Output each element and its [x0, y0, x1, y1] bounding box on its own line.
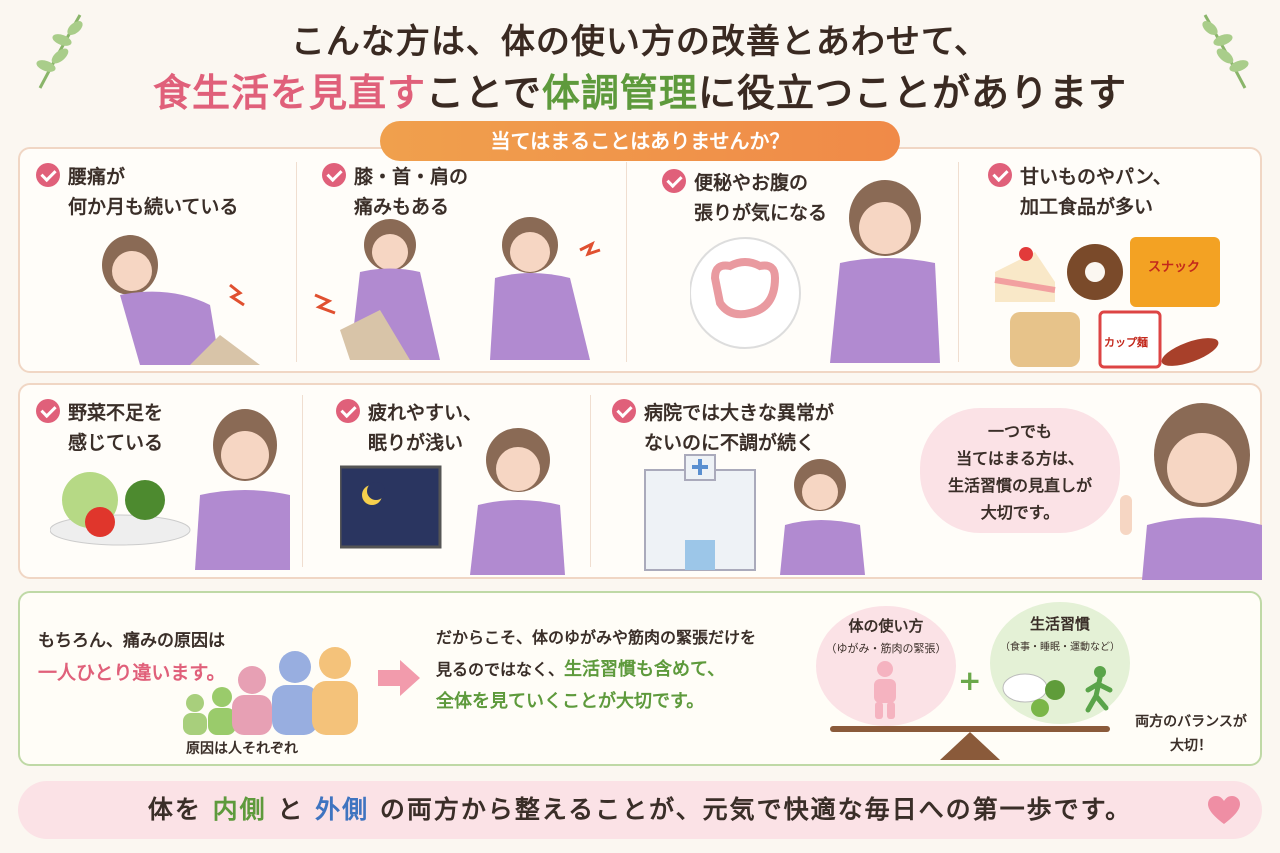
- check-item-fatigue: 疲れやすい、 眠りが浅い: [336, 398, 482, 458]
- footer-text: 体を: [147, 795, 202, 824]
- footer-highlight-outer: 外側: [315, 795, 370, 824]
- headline-text: ことで: [426, 71, 542, 115]
- explanation-middle: だからこそ、体のゆがみや筋肉の緊張だけを 見るのではなく、生活習慣も含めて、 全…: [436, 622, 756, 718]
- woman-back-pain-illustration: [102, 235, 260, 365]
- explain-highlight: 一人ひとり違います。: [38, 662, 226, 684]
- check-text: 野菜不足を: [68, 402, 164, 424]
- check-icon: [612, 399, 636, 423]
- hospital-woman-illustration: [644, 454, 865, 575]
- divider: [626, 162, 627, 362]
- check-text: 疲れやすい、: [368, 402, 483, 424]
- headline-highlight-health: 体調管理: [541, 71, 698, 115]
- check-text: 痛みもある: [354, 196, 450, 218]
- people-caption: 原因は人それぞれ: [186, 741, 298, 757]
- bubble-text: 一つでも: [987, 422, 1052, 441]
- woman-vegetables-illustration: [50, 409, 290, 570]
- footer-highlight-inner: 内側: [212, 795, 267, 824]
- people-silhouettes-icon: [183, 647, 358, 735]
- check-icon: [662, 169, 686, 193]
- pointing-woman-illustration: [1120, 403, 1262, 580]
- body-figure-icon: [874, 661, 896, 719]
- processed-foods-illustration: [994, 237, 1220, 369]
- check-item-vegetables: 野菜不足を 感じている: [36, 398, 163, 458]
- footer-text: の両方から整えることが、元気で快適な毎日への第一歩です。: [379, 795, 1133, 824]
- divider: [958, 162, 959, 362]
- advice-speech-bubble: 一つでも 当てはまる方は、 生活習慣の見直しが 大切です。: [920, 408, 1120, 533]
- explain-text: もちろん、痛みの原因は: [38, 631, 225, 651]
- check-text: ないのに不調が続く: [644, 432, 816, 454]
- headline-highlight-diet: 食生活を見直す: [153, 71, 427, 115]
- check-item-hospital: 病院では大きな異常が ないのに不調が続く: [612, 398, 834, 458]
- lifestyle-circle: [990, 602, 1130, 724]
- balance-note: 両方のバランスが 大切！: [1126, 710, 1256, 758]
- balance-text: 両方のバランスが: [1135, 714, 1247, 730]
- meal-and-exercise-icon: [1002, 666, 1113, 717]
- explain-highlight: 全体を見ていくことが大切です。: [436, 691, 705, 712]
- check-text: 膝・首・肩の: [354, 166, 469, 188]
- check-item-sweets: 甘いものやパン、 加工食品が多い: [988, 162, 1172, 222]
- body-use-sub: （ゆがみ・筋肉の緊張）: [825, 642, 947, 655]
- body-use-title: 体の使い方: [848, 617, 924, 635]
- check-text: 便秘やお腹の: [694, 172, 809, 194]
- bubble-text: 生活習慣の見直しが: [947, 476, 1092, 495]
- woman-fatigue-illustration: [340, 428, 565, 575]
- lifestyle-title: 生活習慣: [1029, 615, 1090, 633]
- check-text: 甘いものやパン、: [1020, 166, 1172, 188]
- plus-icon: +: [958, 664, 982, 697]
- headline-line1: こんな方は、体の使い方の改善とあわせて、: [290, 22, 990, 62]
- check-icon: [336, 399, 360, 423]
- bubble-text: 当てはまる方は、: [956, 449, 1084, 468]
- cup-noodle-label: カップ麺: [1104, 336, 1148, 349]
- headline-text: に役立つことがあります: [697, 71, 1127, 115]
- check-text: 感じている: [68, 432, 164, 454]
- footer-message: 体を 内側 と 外側 の両方から整えることが、元気で快適な毎日への第一歩です。: [18, 781, 1262, 839]
- check-icon: [988, 163, 1012, 187]
- divider: [590, 395, 591, 567]
- explanation-left: もちろん、痛みの原因は 一人ひとり違います。: [38, 625, 226, 689]
- check-text: 張りが気になる: [694, 202, 828, 224]
- lifestyle-sub: （食事・睡眠・運動など）: [1000, 642, 1120, 653]
- check-text: 病院では大きな異常が: [644, 402, 835, 424]
- footer-text: と: [277, 795, 305, 824]
- woman-bloating-illustration: [690, 180, 940, 363]
- check-icon: [36, 399, 60, 423]
- women-joint-pain-illustration: [314, 217, 601, 360]
- divider: [302, 395, 303, 567]
- arrow-right-icon: [378, 660, 420, 696]
- check-text: 何か月も続いている: [68, 196, 239, 218]
- check-text: 加工食品が多い: [1020, 196, 1154, 218]
- seesaw-balance-icon: [830, 726, 1110, 760]
- explain-text: 見るのではなく、: [436, 660, 565, 679]
- check-text: 腰痛が: [68, 166, 126, 188]
- balance-text: 大切！: [1170, 738, 1212, 754]
- question-banner: 当てはまることはありませんか？: [380, 121, 900, 161]
- check-item-back-pain: 腰痛が 何か月も続いている: [36, 162, 238, 222]
- bubble-text: 大切です。: [980, 503, 1060, 522]
- explain-text: だからこそ、体のゆがみや筋肉の緊張だけを: [436, 628, 757, 647]
- check-icon: [36, 163, 60, 187]
- headline-line2: 食生活を見直すことで体調管理に役立つことがあります: [0, 62, 1280, 117]
- divider: [296, 162, 297, 362]
- snack-label: スナック: [1148, 260, 1201, 275]
- leaf-sprig-icon: [1202, 14, 1249, 89]
- leaf-sprig-icon: [36, 14, 83, 89]
- check-text: 眠りが浅い: [368, 432, 464, 454]
- check-item-joint-pain: 膝・首・肩の 痛みもある: [322, 162, 468, 222]
- check-item-constipation: 便秘やお腹の 張りが気になる: [662, 168, 827, 228]
- heart-icon: [1208, 796, 1240, 824]
- explain-highlight: 生活習慣も含めて、: [564, 659, 726, 680]
- check-icon: [322, 163, 346, 187]
